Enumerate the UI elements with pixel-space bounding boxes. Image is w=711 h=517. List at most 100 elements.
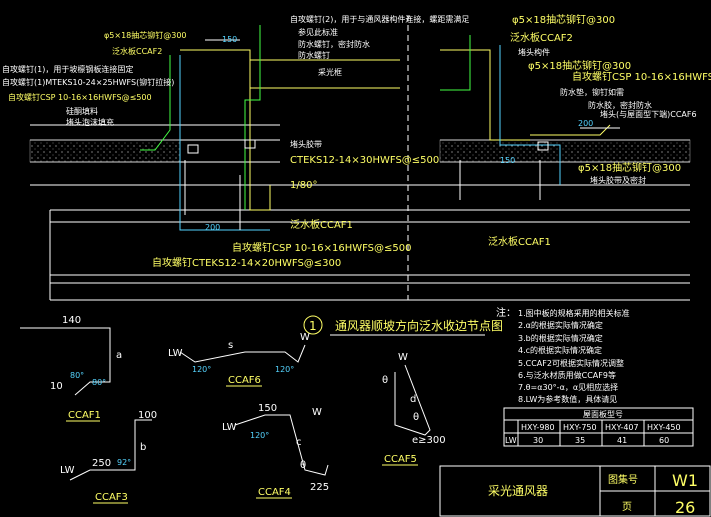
callout-self-tap-mteks: 自攻螺钉(1)MTEKS10-24×25HWFS(铆钉拉接) [2,77,174,87]
left-vent-node [140,25,400,231]
lw-table-v3: 41 [617,436,627,445]
section-heading: 1 通风器顺坡方向泛水收边节点图 [303,315,503,336]
ccaf6-angle2: 120° [275,365,294,374]
ccaf3-label: CCAF3 [95,492,128,503]
lw-table-h2: HXY-750 [563,423,597,432]
note-7: 7.θ=α30°-α，α见相应选择 [518,382,618,392]
ccaf3-dim-250: 250 [92,458,111,469]
right-callouts: φ5×18抽芯铆钉@300 泛水板CCAF2 堵头构件 φ5×18抽芯铆钉@30… [488,13,711,248]
lw-table-text: 屋面板型号 HXY-980 HXY-750 HXY-407 HXY-450 LW… [505,409,681,445]
lw-table-h1: HXY-980 [521,423,555,432]
callout-vent-note2: 参见此标准 [298,27,338,37]
callout-right-rivet-top: φ5×18抽芯铆钉@300 [512,13,615,26]
title-block [439,465,711,517]
right-vent-node [440,35,620,200]
callout-cteks: CTEKS12-14×30HWFS@≤500 [290,155,439,166]
page-label: 页 [622,501,632,513]
callout-cteks-bottom: 自攻螺钉CTEKS12-14×20HWFS@≤300 [152,256,341,269]
callout-right-screw-note: 防水垫，铆钉如需 [560,87,624,97]
dim-150-left: 150 [222,35,237,44]
ccaf6-label: CCAF6 [228,375,261,386]
callout-csp-bottom: 自攻螺钉CSP 10-16×16HWFS@≤500 [232,241,412,254]
ccaf5-theta2: θ [413,412,419,423]
callout-self-tap-csp: 自攻螺钉CSP 10-16×16HWFS@≤500 [8,92,152,102]
profile-ccaf3: 100 b LW 250 92° CCAF3 [60,410,157,504]
profile-ccaf1: 140 a 10 80° 80° CCAF1 [20,315,122,422]
callout-right-rivet-bottom: φ5×18抽芯铆钉@300 [578,161,681,174]
lw-table-v1: 30 [533,436,543,445]
profile-ccaf6: LW s W 120° 120° CCAF6 [168,332,310,387]
callout-right-self-tap: 自攻螺钉CSP 10-16×16HWFS@≤500 [572,70,711,83]
ccaf5-w: W [398,352,408,363]
title-block-text: 采光通风器 图集号 W1 页 26 [488,471,698,517]
note-6: 6.与泛水材质用做CCAF9等 [518,370,616,380]
callout-flash2: 泛水板CCAF2 [112,46,162,56]
profile-ccaf4: 150 LW 120° c θ 225 W CCAF4 [222,403,329,499]
callout-sealing: 硅酮填料 [66,106,98,116]
ccaf1-left-dim: 10 [50,381,63,392]
note-1: 1.图中板的规格采用的相关标准 [518,308,630,318]
ccaf6-w: W [300,332,310,343]
callout-self-tap-1: 自攻螺钉(1)，用于坡檩钢板连接固定 [2,64,133,74]
callout-right-flash2: 泛水板CCAF2 [510,31,573,44]
callout-vent-note3: 防水螺钉，密封防水 [298,39,370,49]
atlas-no: W1 [672,471,698,490]
ccaf4-lw: LW [222,422,237,433]
ccaf4-c: c [296,437,302,448]
ccaf6-lw: LW [168,348,183,359]
left-callouts: φ5×18抽芯铆钉@300 泛水板CCAF2 自攻螺钉(1)，用于坡檩钢板连接固… [2,14,469,269]
note-4: 4.c的根据实际情况确定 [518,345,602,355]
notes: 注： 1.图中板的规格采用的相关标准 2.α的根据实际情况确定 3.b的根据实际… [496,306,630,404]
lw-table-h4: HXY-450 [647,423,681,432]
note-8: 8.LW为参考数值，具体请见 [518,394,617,404]
lw-table-v2: 35 [575,436,585,445]
ccaf5-dim: e≥300 [412,435,446,446]
drawing-name: 采光通风器 [488,484,548,498]
ccaf4-angle: 120° [250,431,269,440]
ccaf5-theta: θ [382,375,388,386]
ccaf3-b: b [140,442,146,453]
lw-table-h3: HXY-407 [605,423,639,432]
ccaf4-w: W [312,407,322,418]
ccaf1-angle2: 80° [92,378,106,387]
note-2: 2.α的根据实际情况确定 [518,320,603,330]
callout-right-stop-plate: 堵头(与屋面型下端)CCAF6 [600,109,697,119]
section-number: 1 [309,319,317,333]
lw-table [503,407,694,447]
callout-right-seal2: 堵头胶带及密封 [590,175,646,185]
ccaf4-label: CCAF4 [258,487,291,498]
section-title: 通风器顺坡方向泛水收边节点图 [335,318,503,333]
ccaf5-label: CCAF5 [384,454,417,465]
ccaf1-label: CCAF1 [68,410,101,421]
callout-vent-frame: 采光框 [318,67,342,77]
callout-flash1-left: 泛水板CCAF1 [290,218,353,231]
callout-vent-note1: 自攻螺钉(2)，用于与通风器构件连接，螺距需满足 [290,14,469,24]
lw-table-row-label: LW [505,436,517,445]
callout-sealing-2: 堵头胶带 [290,139,322,149]
lw-table-v4: 60 [659,436,669,445]
dim-200-right: 200 [578,119,593,128]
ccaf6-angle1: 120° [192,365,211,374]
note-3: 3.b的根据实际情况确定 [518,333,603,343]
callout-right-seal: 防水胶，密封防水 [588,100,652,110]
callout-vent-note4: 防水螺钉 [298,50,330,60]
callout-right-rivet-mid: φ5×18抽芯铆钉@300 [528,59,631,72]
ccaf4-top-dim: 150 [258,403,277,414]
insulation-hatch [29,139,691,163]
ccaf3-angle: 92° [117,458,131,467]
profile-ccaf5: θ d θ e≥300 W CCAF5 [382,352,446,466]
notes-header: 注： [496,306,516,319]
ccaf3-lw: LW [60,465,75,476]
callout-right-stop: 堵头构件 [518,47,550,57]
atlas-label: 图集号 [608,473,638,486]
ccaf4-theta: θ [300,460,306,471]
ccaf5-d: d [410,394,416,405]
page-no: 26 [675,498,695,517]
note-5: 5.CCAF2可根据实际情况调整 [518,358,624,368]
lw-table-caption: 屋面板型号 [583,409,623,419]
ccaf6-s: s [228,340,233,351]
dim-150-right: 150 [500,156,515,165]
ccaf1-a: a [116,350,122,361]
dim-200-left: 200 [205,223,220,232]
